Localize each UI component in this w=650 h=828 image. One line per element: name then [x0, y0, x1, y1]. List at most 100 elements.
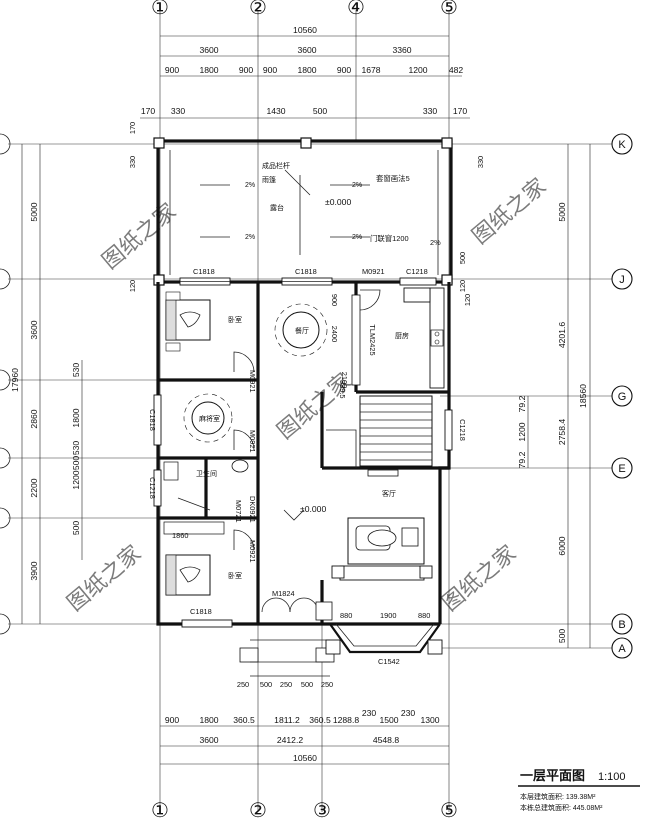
dim-left-5000: 5000	[29, 202, 39, 221]
dim-top-330b: 330	[423, 106, 438, 116]
watermark-1: 图纸之家	[97, 198, 180, 274]
slope-1: 2%	[245, 182, 255, 189]
dim-900: 900	[330, 294, 339, 306]
door-M0921-a: M0921	[248, 370, 257, 393]
mahjong-room: 麻将室 M0921	[183, 393, 257, 453]
dimensions-left: 17960 5000 3600 2860 2200 3900 530 1800 …	[10, 122, 137, 624]
dim-right-120a: 120	[458, 280, 467, 292]
living-label: 客厅	[382, 489, 396, 498]
dim-top-r3-8: 482	[449, 65, 464, 75]
dim-bot-total: 10560	[293, 753, 317, 763]
terrace-note: 成品栏杆	[262, 161, 290, 170]
dim-left-2860: 2860	[29, 409, 39, 428]
axis-right-G: G	[618, 391, 627, 403]
dim-1860: 1860	[172, 531, 188, 540]
axis-markers-bottom: ① ② ③ ⑤	[151, 800, 458, 822]
dim-2100: 2100	[340, 372, 349, 388]
dim-bot-900: 900	[165, 715, 180, 725]
entrance: ±0.000 M1824	[239, 504, 335, 677]
dim-left-120: 120	[128, 280, 137, 292]
window-C1818-a: C1818	[193, 267, 215, 276]
dim-bot-s0: 250	[237, 680, 249, 689]
stairs: 339.5	[326, 380, 433, 468]
axis-right-J: J	[619, 274, 625, 286]
dim-left-330: 330	[128, 156, 137, 168]
axis-top-5: ⑤	[440, 0, 458, 19]
slope-side: 2%	[430, 238, 441, 247]
dim-top-1430: 1430	[266, 106, 285, 116]
dim-top-170b: 170	[453, 106, 468, 116]
mahjong-label: 麻将室	[199, 414, 220, 423]
slope-4: 2%	[352, 234, 362, 241]
window-C1218-side: C1218	[148, 477, 157, 499]
dim-left-530b: 530	[71, 441, 81, 456]
dim-bot-12888: 1288.8	[333, 715, 360, 725]
slope-3: 2%	[352, 182, 362, 189]
dim-bot-18112: 1811.2	[274, 715, 300, 725]
door-DK0921: DK0921	[248, 496, 257, 523]
dim-339: 339.5	[338, 380, 347, 399]
axis-markers-top: ① ② ④ ⑤	[151, 0, 458, 19]
dim-right-120b: 120	[463, 294, 472, 306]
axis-right-E: E	[618, 463, 625, 475]
dim-top-r3-4: 1800	[297, 65, 316, 75]
dim-right-792b: 79.2	[517, 451, 527, 468]
toilet-room: 卫生间 M0721 DK0921	[163, 459, 257, 523]
toilet-label: 卫生间	[196, 469, 217, 478]
axis-top-4: ④	[347, 0, 365, 19]
dim-right-27584: 2758.4	[557, 419, 567, 446]
dining-label: 餐厅	[295, 326, 309, 335]
axis-right-B: B	[618, 619, 625, 631]
dim-bot-3600: 3600	[199, 735, 218, 745]
dim-bot-3605b: 360.5	[309, 715, 331, 725]
axis-bottom-5: ⑤	[440, 800, 458, 822]
dim-top-r3-1: 1800	[199, 65, 218, 75]
dim-bot-230b: 230	[401, 708, 416, 718]
dim-top-total: 10560	[293, 25, 317, 35]
axis-markers-right: K J G E B A	[611, 133, 633, 659]
axis-markers-left-partial	[0, 133, 11, 635]
title-block: 一层平面图 1:100 本层建筑面积: 139.38M² 本栋总建筑面积: 44…	[518, 768, 640, 812]
dim-left-500a: 500	[71, 456, 81, 471]
axis-top-2: ②	[249, 0, 267, 19]
dim-right-42016: 4201.6	[557, 322, 567, 349]
axis-right-A: A	[618, 643, 626, 655]
dim-right-792a: 79.2	[517, 395, 527, 412]
dim-1900: 1900	[380, 611, 396, 620]
dim-right-500s: 500	[458, 252, 467, 264]
dim-right-5000: 5000	[557, 202, 567, 221]
dim-top-3360: 3360	[392, 45, 411, 55]
bay-window: C1542 880 1900 880	[325, 611, 443, 666]
kitchen-label: 厨房	[395, 331, 409, 340]
terrace-label: 露台	[270, 203, 284, 212]
door-M0921-c: M0921	[248, 540, 257, 563]
dim-left-530a: 530	[71, 363, 81, 378]
elev-terrace: ±0.000	[325, 197, 351, 207]
dim-bot-1500: 1500	[379, 715, 398, 725]
axis-right-K: K	[618, 139, 626, 151]
dim-bot-45488: 4548.8	[373, 735, 400, 745]
watermark-3: 图纸之家	[272, 368, 355, 444]
dim-bot-24122: 2412.2	[277, 735, 304, 745]
window-C1818-bottom: C1818	[190, 607, 212, 616]
slope-2: 2%	[245, 234, 255, 241]
kitchen: 厨房 TLM2425	[351, 287, 445, 389]
dim-top-500: 500	[313, 106, 328, 116]
window-C1542: C1542	[378, 657, 400, 666]
dim-top-3600b: 3600	[297, 45, 316, 55]
bedroom-1: 卧室 M0921	[165, 291, 257, 393]
plan-title: 一层平面图	[520, 768, 585, 783]
dim-top-r3-0: 900	[165, 65, 180, 75]
dim-bot-230a: 230	[362, 708, 377, 718]
door-M1824: M1824	[272, 589, 295, 598]
dim-top-r3-2: 900	[239, 65, 254, 75]
dim-left-170: 170	[128, 122, 137, 134]
dim-bot-3605a: 360.5	[233, 715, 255, 725]
dim-top-3600a: 3600	[199, 45, 218, 55]
dim-bot-s3: 500	[301, 680, 313, 689]
axis-bottom-2: ②	[249, 800, 267, 822]
dim-880b: 880	[418, 611, 430, 620]
dim-right-total: 18560	[578, 384, 588, 408]
axis-bottom-3: ③	[313, 800, 331, 822]
windows: C1818 C1818 C1218 M0921 C1818 C1218 C121…	[148, 267, 467, 628]
